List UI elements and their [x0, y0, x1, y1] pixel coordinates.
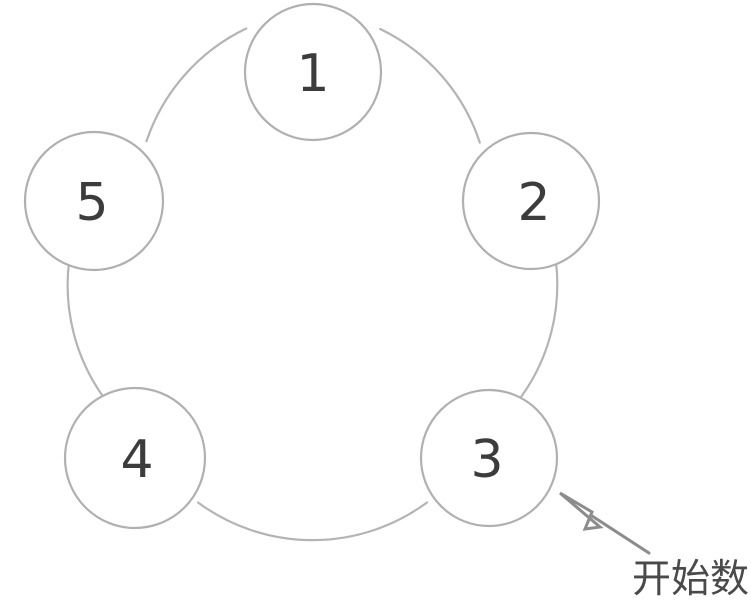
node-1[interactable]: 1 — [243, 2, 383, 142]
start-annotation-arrow — [559, 491, 651, 555]
arrow-shaft — [587, 512, 651, 555]
start-annotation-label: 开始数 — [632, 557, 749, 602]
node-2[interactable]: 2 — [461, 131, 601, 271]
node-2-circle[interactable] — [461, 131, 601, 271]
node-3-label: 3 — [470, 430, 503, 490]
ring-arcs — [66, 27, 559, 542]
edge-2-to-3 — [520, 260, 559, 398]
nodes: 1 2 3 4 5 — [23, 2, 601, 530]
node-5-circle[interactable] — [23, 130, 165, 272]
node-5-label: 5 — [75, 173, 108, 233]
arrow-head-icon — [559, 491, 604, 531]
edge-3-to-4 — [196, 501, 429, 542]
node-4[interactable]: 4 — [63, 386, 207, 530]
edge-1-to-2 — [379, 27, 481, 144]
node-4-label: 4 — [120, 430, 153, 490]
node-1-label: 1 — [296, 44, 329, 104]
node-1-circle[interactable] — [243, 2, 383, 142]
node-3-circle[interactable] — [419, 388, 559, 528]
edge-5-to-1 — [145, 27, 248, 143]
node-3[interactable]: 3 — [419, 388, 559, 528]
node-2-label: 2 — [517, 173, 550, 233]
node-4-circle[interactable] — [63, 386, 207, 530]
edge-4-to-5 — [66, 260, 105, 398]
node-5[interactable]: 5 — [23, 130, 165, 272]
